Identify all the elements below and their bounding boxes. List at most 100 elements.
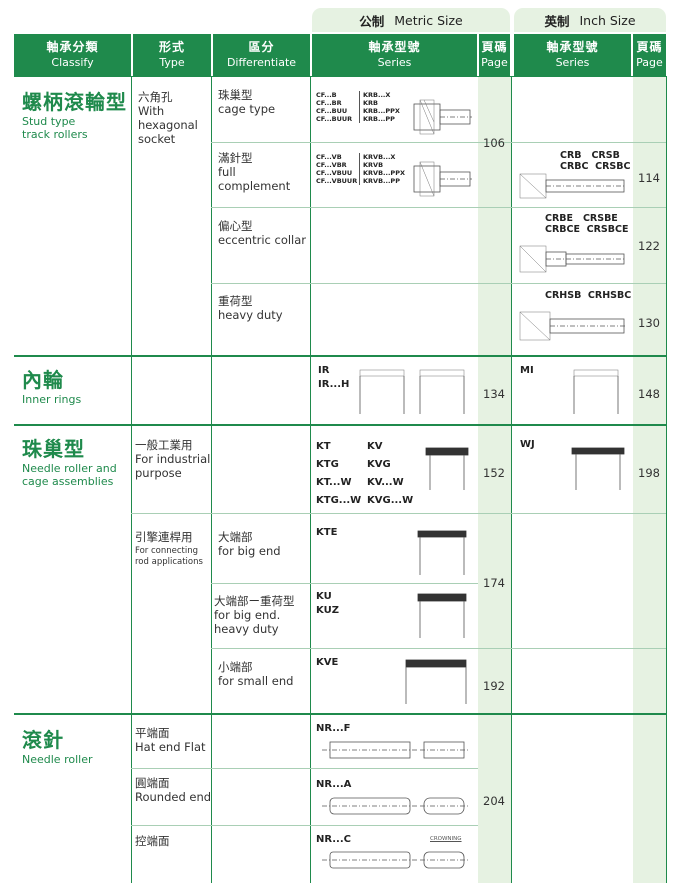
inch-zh: 英制 [544,13,570,29]
diff-full-complement-zh: 滿針型 [218,151,253,165]
page-cage-inch: 198 [638,466,660,480]
diff-heavy-duty-en: heavy duty [218,308,283,322]
series-nr-a: NR...A [316,779,352,790]
type-rounded-zh: 圓端面 [135,776,170,790]
classify-inner-en: Inner rings [22,393,82,406]
crowning-note: CROWNING [430,836,462,842]
series-ku: KU KUZ [316,591,339,616]
row-sep-needle-2 [131,825,478,826]
header-metric-page: 頁碼 Page [479,34,510,76]
inch-heavy-duty-roller-icon [519,311,626,341]
inch-page-column-bg [633,76,666,883]
series-kve: KVE [316,657,339,668]
series-divider [359,91,360,123]
page-needle: 204 [483,794,505,808]
vline-inch [666,76,667,883]
row-sep-stud-2 [211,207,666,208]
page-inner-inch: 148 [638,387,660,401]
inch-size-header: 英制 Inch Size [514,8,666,32]
row-sep-cage-2 [211,583,478,584]
header-inch-page-en: Page [636,56,663,69]
header-type: 形式 Type [133,34,211,76]
needle-rounded-icon [322,797,470,815]
series-wj: WJ [520,439,535,450]
series-nr-f: NR...F [316,723,351,734]
conrod-big-end-icon [417,530,467,575]
header-classify-zh: 軸承分類 [46,40,99,54]
header-type-en: Type [159,56,185,69]
type-conrod-en: For connecting rod applications [135,546,203,567]
header-metric-series: 軸承型號 Series [312,34,477,76]
row-sep-stud-3 [211,283,666,284]
diff-small-end-en: for small end [218,674,294,688]
header-metric-page-en: Page [481,56,508,69]
series-mi: MI [520,365,534,376]
diff-full-complement-en: full complement [218,165,291,193]
type-flat-en: Hat end Flat [135,740,206,754]
header-inch-series-en: Series [555,56,590,69]
type-flat-zh: 平端面 [135,726,170,740]
classify-needle-en: Needle roller [22,753,93,766]
classify-needle-zh: 滾針 [22,728,64,752]
row-sep-cage-3 [211,648,666,649]
header-metric-series-en: Series [377,56,412,69]
series-kv: KV KVG KV...W KVG...W [367,441,414,506]
page-inch-130: 130 [638,316,660,330]
inch-inner-ring-icon [573,369,619,414]
type-stud-zh: 六角孔 [138,90,173,104]
header-inch-series: 軸承型號 Series [514,34,631,76]
header-differentiate: 區分 Differentiate [213,34,310,76]
type-stud-en: With hexagonal socket [138,104,198,146]
series-krvb: KRVB...X KRVB KRVB...PPX KRVB...PP [363,153,405,185]
page-inner-metric: 134 [483,387,505,401]
header-classify: 軸承分類 Classify [14,34,131,76]
series-cf-b: CF...B CF...BR CF...BUU CF...BUUR [316,91,353,123]
metric-zh: 公制 [359,13,385,29]
metric-page-column-bg [478,76,511,883]
type-conrod-zh: 引擎連桿用 [135,530,193,544]
inch-cage-assembly-icon [571,447,625,490]
header-inch-series-zh: 軸承型號 [546,40,599,54]
series-nr-c: NR...C [316,834,351,845]
diff-eccentric-zh: 偏心型 [218,219,253,233]
series-cf-vb: CF...VB CF...VBR CF...VBUU CF...VBUUR [316,153,358,185]
series-crbe: CRBE CRSBE CRBCE CRSBCE [545,213,629,235]
diff-big-end-zh: 大端部 [218,530,253,544]
type-industrial-zh: 一般工業用 [135,438,193,452]
header-metric-series-zh: 軸承型號 [368,40,421,54]
classify-stud-zh: 螺柄滾輪型 [22,90,127,114]
inch-eccentric-roller-icon [519,245,626,273]
page-conrod-big: 174 [483,576,505,590]
sep-inner [14,424,666,426]
header-metric-page-zh: 頁碼 [481,40,508,54]
series-ir: IR IR...H [318,365,350,390]
series-kte: KTE [316,527,338,538]
classify-inner-zh: 內輪 [22,368,64,392]
needle-crowned-icon [322,851,470,869]
series-crhsb: CRHSB CRHSBC [545,290,632,301]
needle-flat-icon [322,741,470,759]
row-sep-cage-1 [131,513,666,514]
header-diff-en: Differentiate [226,56,297,69]
classify-stud-en: Stud type track rollers [22,115,88,141]
diff-cage-type-en: cage type [218,102,276,116]
series-crb: CRB CRSB CRBC CRSBC [560,150,631,172]
header-diff-zh: 區分 [248,40,275,54]
row-sep-needle-1 [131,768,478,769]
inner-ring-icon [359,369,465,414]
classify-cage-zh: 珠巢型 [22,437,85,461]
diff-big-end-heavy-en: for big end. heavy duty [214,608,281,636]
sep-cage [14,713,666,715]
metric-en: Metric Size [394,12,463,28]
classify-cage-en: Needle roller and cage assemblies [22,462,117,488]
series-krb: KRB...X KRB KRB...PPX KRB...PP [363,91,400,123]
sep-header [14,76,666,77]
header-classify-en: Classify [51,56,94,69]
type-rounded-en: Rounded end [135,790,212,804]
inch-en: Inch Size [579,12,636,28]
diff-big-end-en: for big end [218,544,281,558]
inch-stud-roller-icon [519,173,626,199]
page-inch-114: 114 [638,171,660,185]
header-type-zh: 形式 [158,40,185,54]
stud-full-complement-icon [413,161,472,197]
